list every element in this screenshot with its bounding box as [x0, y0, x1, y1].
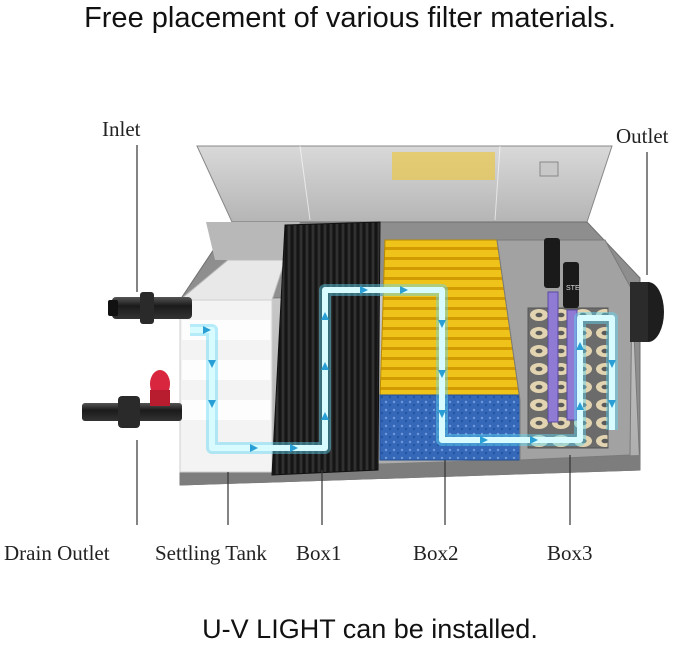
box2-label: Box2 — [413, 541, 459, 565]
drain-outlet-label: Drain Outlet — [4, 541, 110, 565]
box2-sponges — [379, 239, 521, 461]
box3-label: Box3 — [547, 541, 593, 565]
footer-note: U-V LIGHT can be installed. — [202, 614, 538, 644]
leader-lines — [136, 145, 648, 525]
inlet-pipe — [108, 292, 192, 324]
uv-lamp-label: STE — [566, 285, 580, 292]
settling-tank-label: Settling Tank — [155, 541, 267, 565]
outlet-label: Outlet — [616, 124, 669, 148]
uv-lamp: STE — [544, 238, 580, 423]
drain-outlet-pipe — [82, 370, 182, 428]
inlet-label: Inlet — [102, 117, 141, 141]
settling-tank-chamber — [178, 259, 286, 473]
outlet-pipe — [630, 282, 664, 342]
page-title: Free placement of various filter materia… — [84, 2, 616, 34]
lid — [196, 145, 613, 223]
water-flow-path — [190, 284, 618, 454]
box1-label: Box1 — [296, 541, 342, 565]
